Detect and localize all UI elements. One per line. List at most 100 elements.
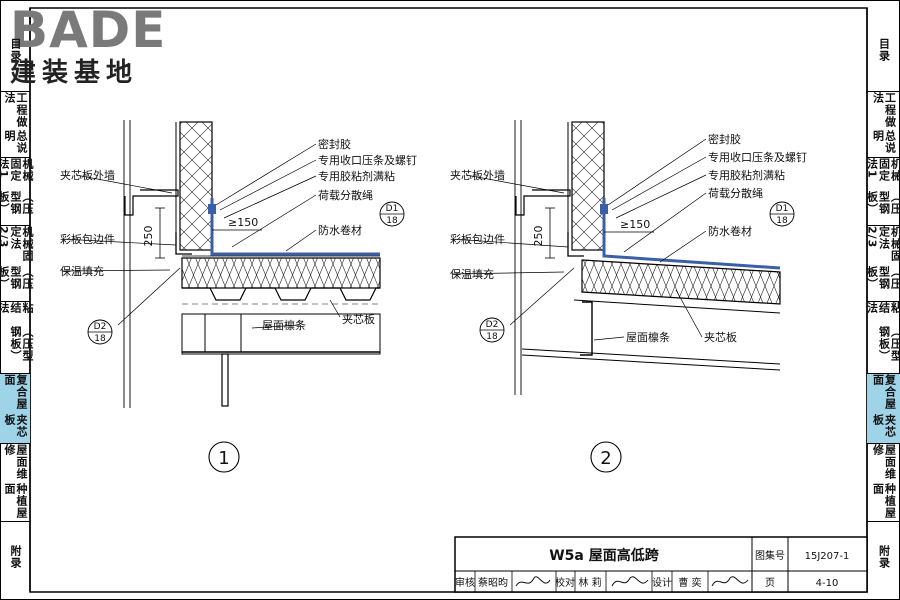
purlin-2 (580, 301, 593, 356)
label-1-load-rope: 荷载分散绳 (318, 188, 373, 202)
purlin-1-web (204, 313, 242, 353)
detail-1: 250 ≥150 密封胶 专用收口压条及螺钉 专用胶粘剂满粘 荷载分散绳 防水卷… (60, 120, 417, 473)
check-signature (611, 576, 649, 587)
label-2-load-rope: 荷载分散绳 (708, 186, 763, 200)
detail-1-number: 1 (218, 448, 229, 469)
wall-1-panel (179, 121, 213, 251)
tab-left-mech23-label: （压型钢板）机械固定法2/3 (0, 226, 34, 291)
tab-left-appendix-label: 附录 (9, 545, 22, 569)
tab-right-general[interactable]: 总说明工程做法 (867, 92, 900, 158)
tab-left-general[interactable]: 总说明工程做法 (0, 92, 30, 158)
flashing-2 (567, 232, 584, 257)
tab-right-appendix-label: 附录 (877, 545, 891, 569)
tab-right-appendix[interactable]: 附录 (867, 522, 900, 592)
ref-1-d1-bottom: 18 (386, 216, 398, 226)
tab-right-bond[interactable]: （压型钢板）粘结法 (865, 302, 900, 374)
lower-beam-2-b (521, 348, 781, 365)
tab-left-mech1-label: （压型钢板）机械固定法1 (0, 158, 34, 216)
label-2-membrane: 防水卷材 (708, 224, 752, 238)
label-2-panel: 夹芯板 (704, 330, 737, 344)
page-label: 页 (765, 577, 775, 589)
label-1-flashing: 彩板包边件 (60, 232, 115, 246)
tab-left-general-label: 总说明工程做法 (3, 92, 28, 154)
atlas-number-label: 图集号 (755, 549, 785, 562)
tab-left-toc-label: 目录 (9, 37, 22, 62)
tab-right-mech23-label: （压型钢板）机械固定法2/3 (865, 226, 900, 291)
tab-right-toc[interactable]: 目录 (867, 8, 900, 92)
tab-right-bond-label: （压型钢板）粘结法 (865, 302, 900, 363)
label-1-purlin: 屋面檩条 (262, 318, 306, 332)
ref-2-d2-bottom: 18 (486, 332, 498, 342)
design-label: 设计 (652, 576, 672, 589)
ref-1-d2-top: D2 (94, 322, 107, 332)
tab-left-toc[interactable]: 目录 (0, 8, 30, 92)
detail-2: 250 ≥150 密封胶 专用收口压条及螺钉 专用胶粘剂满粘 荷载分散绳 防水卷… (450, 120, 807, 473)
logo-subtitle: 建装基地 (10, 58, 139, 88)
review-signature (515, 576, 551, 587)
tab-right-planted-label: 种植屋面屋面维修 (871, 444, 897, 519)
ref-1-d2-bottom: 18 (94, 334, 106, 344)
lower-beam-2-a (521, 354, 781, 371)
label-2-sealant: 密封胶 (708, 132, 741, 146)
dim-1-height: 250 (142, 226, 155, 247)
ref-2-d1-top: D1 (776, 204, 789, 214)
sealant-1 (208, 204, 216, 214)
tab-right-mech1[interactable]: （压型钢板）机械固定法1 (865, 158, 900, 226)
review-name: 蔡昭昀 (478, 576, 508, 589)
tab-left-appendix[interactable]: 附录 (0, 522, 30, 592)
roof-panel-2-underside (573, 299, 781, 314)
purlin-1 (181, 313, 381, 355)
tab-left-planted-label: 种植屋面屋面维修 (3, 444, 28, 519)
tab-right-mech23[interactable]: （压型钢板）机械固定法2/3 (865, 226, 900, 302)
tab-left-planted[interactable]: 种植屋面屋面维修 (0, 444, 30, 522)
tab-left-mech23[interactable]: （压型钢板）机械固定法2/3 (0, 226, 34, 302)
title-block: W5a 屋面高低跨 图集号 15J207-1 页 4-10 审核 蔡昭昀 校对 … (454, 536, 868, 593)
check-name: 林 莉 (578, 576, 601, 589)
sealant-2 (600, 204, 608, 214)
tab-left-mech1[interactable]: （压型钢板）机械固定法1 (0, 158, 34, 226)
label-2-adhesive: 专用胶粘剂满粘 (708, 168, 785, 182)
roof-panel-1-deck (182, 287, 380, 301)
label-1-strip-screw: 专用收口压条及螺钉 (318, 153, 417, 167)
label-1-adhesive: 专用胶粘剂满粘 (318, 169, 395, 183)
label-2-flashing: 彩板包边件 (450, 232, 505, 246)
roof-panel-1-insulation (181, 257, 381, 289)
page-number: 4-10 (816, 578, 839, 589)
membrane-2 (602, 198, 781, 270)
wall-2-girt (515, 189, 571, 216)
wall-1-girt (124, 189, 179, 216)
label-1-panel: 夹芯板 (342, 312, 375, 326)
column-1 (221, 353, 229, 407)
wall-2-panel (571, 121, 605, 251)
label-2-strip-screw: 专用收口压条及螺钉 (708, 150, 807, 164)
tab-left-sandwich-label: 夹芯板复合屋面 (3, 374, 28, 438)
tab-right-planted[interactable]: 种植屋面屋面维修 (867, 444, 900, 522)
review-label: 审核 (455, 576, 475, 589)
tab-right-toc-label: 目录 (877, 37, 891, 62)
tab-left-bond[interactable]: （压型钢板）粘结法 (0, 302, 34, 374)
tab-left-sandwich[interactable]: 夹芯板复合屋面 (0, 374, 30, 444)
label-2-wall: 夹芯板外墙 (450, 168, 505, 182)
label-2-insulation: 保温填充 (450, 267, 494, 281)
dim-1-min: ≥150 (228, 216, 258, 229)
drawing-title: W5a 屋面高低跨 (549, 547, 660, 564)
roof-panel-2-insulation (581, 259, 781, 305)
detail-2-number-circle (590, 441, 622, 473)
design-name: 曹 奕 (678, 576, 701, 589)
detail-2-number: 2 (600, 448, 611, 469)
label-1-membrane: 防水卷材 (318, 223, 362, 237)
tab-right-mech1-label: （压型钢板）机械固定法1 (865, 158, 900, 216)
ref-2-d1-bottom: 18 (776, 216, 788, 226)
tab-right-sandwich-label: 夹芯板复合屋面 (871, 374, 897, 438)
tab-right-sandwich[interactable]: 夹芯板复合屋面 (867, 374, 900, 444)
label-2-purlin: 屋面檩条 (626, 330, 670, 344)
label-1-insulation: 保温填充 (60, 264, 104, 278)
tab-left-bond-label: （压型钢板）粘结法 (0, 302, 34, 363)
ref-1-d1-top: D1 (386, 204, 399, 214)
flashing-1 (175, 232, 192, 255)
inner-frame (29, 7, 868, 593)
design-signature (711, 576, 749, 587)
logo: BADE 建装基地 (6, 2, 178, 90)
